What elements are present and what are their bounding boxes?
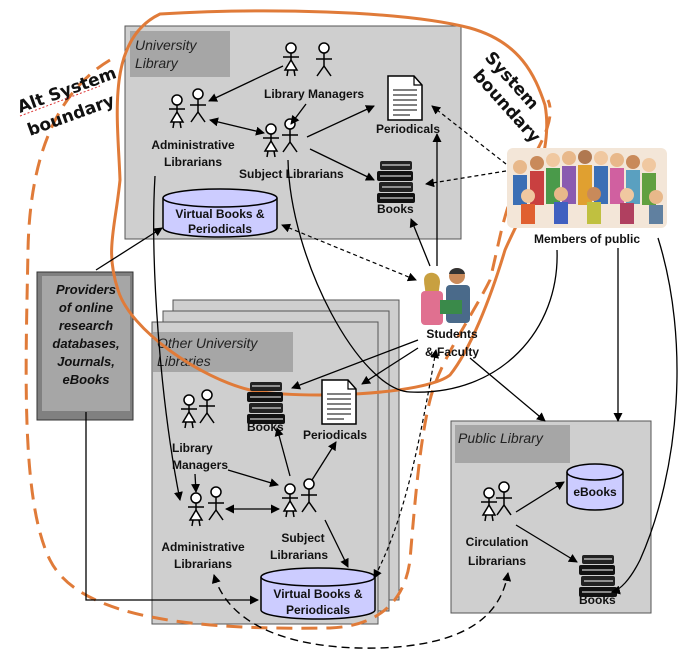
svg-text:Journals,: Journals, [57, 354, 115, 369]
svg-text:Administrative: Administrative [161, 540, 245, 554]
svg-text:& Faculty: & Faculty [425, 345, 479, 359]
svg-text:Students: Students [426, 327, 478, 341]
uni-virtual-db [162, 188, 278, 238]
svg-text:Periodicals: Periodicals [286, 603, 350, 617]
uni-arrows [208, 65, 375, 181]
uni-periodicals-icon [387, 75, 423, 121]
svg-text:Providers: Providers [56, 282, 116, 297]
students-faculty-figure [421, 268, 470, 325]
dashed-arrows [281, 105, 507, 579]
svg-text:Managers: Managers [172, 458, 228, 472]
svg-text:Library: Library [172, 441, 213, 455]
svg-text:Virtual Books &: Virtual Books & [273, 587, 362, 601]
svg-text:Library: Library [135, 55, 179, 71]
other-periodicals-icon [321, 379, 357, 425]
svg-text:Circulation: Circulation [466, 535, 529, 549]
system-boundary [110, 9, 549, 397]
alt-system-boundary [24, 58, 552, 630]
uni-books-icon [376, 160, 416, 204]
svg-text:eBooks: eBooks [63, 372, 110, 387]
dashed-long-curve [211, 572, 512, 649]
svg-text:Librarians: Librarians [468, 554, 526, 568]
svg-text:Periodicals: Periodicals [188, 222, 252, 236]
uni-periodicals-label: Periodicals [376, 122, 440, 136]
public-arrows [515, 481, 578, 563]
members-of-public-crowd [507, 148, 667, 228]
university-library-title: University [135, 37, 197, 53]
other-periodicals-label: Periodicals [303, 428, 367, 442]
svg-text:research: research [59, 318, 113, 333]
public-ebooks-label: eBooks [573, 485, 617, 499]
providers-box: Providers of online research databases, … [36, 271, 134, 421]
public-library-title: Public Library [458, 430, 544, 446]
svg-text:Librarians: Librarians [270, 548, 328, 562]
svg-text:Virtual Books &: Virtual Books & [175, 207, 264, 221]
public-books-label: Books [579, 593, 616, 607]
public-books-icon [578, 554, 618, 598]
public-library-box: Public Library [450, 420, 652, 614]
uni-books-label: Books [377, 202, 414, 216]
svg-text:databases,: databases, [52, 336, 119, 351]
members-of-public-label: Members of public [534, 232, 640, 246]
other-libraries-title: Other University [157, 335, 258, 351]
other-books-icon [246, 381, 286, 425]
svg-text:Subject Librarians: Subject Librarians [239, 167, 344, 181]
svg-text:Subject: Subject [281, 531, 324, 545]
svg-text:Librarians: Librarians [164, 155, 222, 169]
svg-text:Administrative: Administrative [151, 138, 235, 152]
other-arrows [191, 427, 349, 568]
uni-library-managers-label: Library Managers [264, 87, 364, 101]
svg-text:Librarians: Librarians [174, 557, 232, 571]
svg-text:of online: of online [59, 300, 113, 315]
public-ebooks-db [566, 463, 624, 511]
